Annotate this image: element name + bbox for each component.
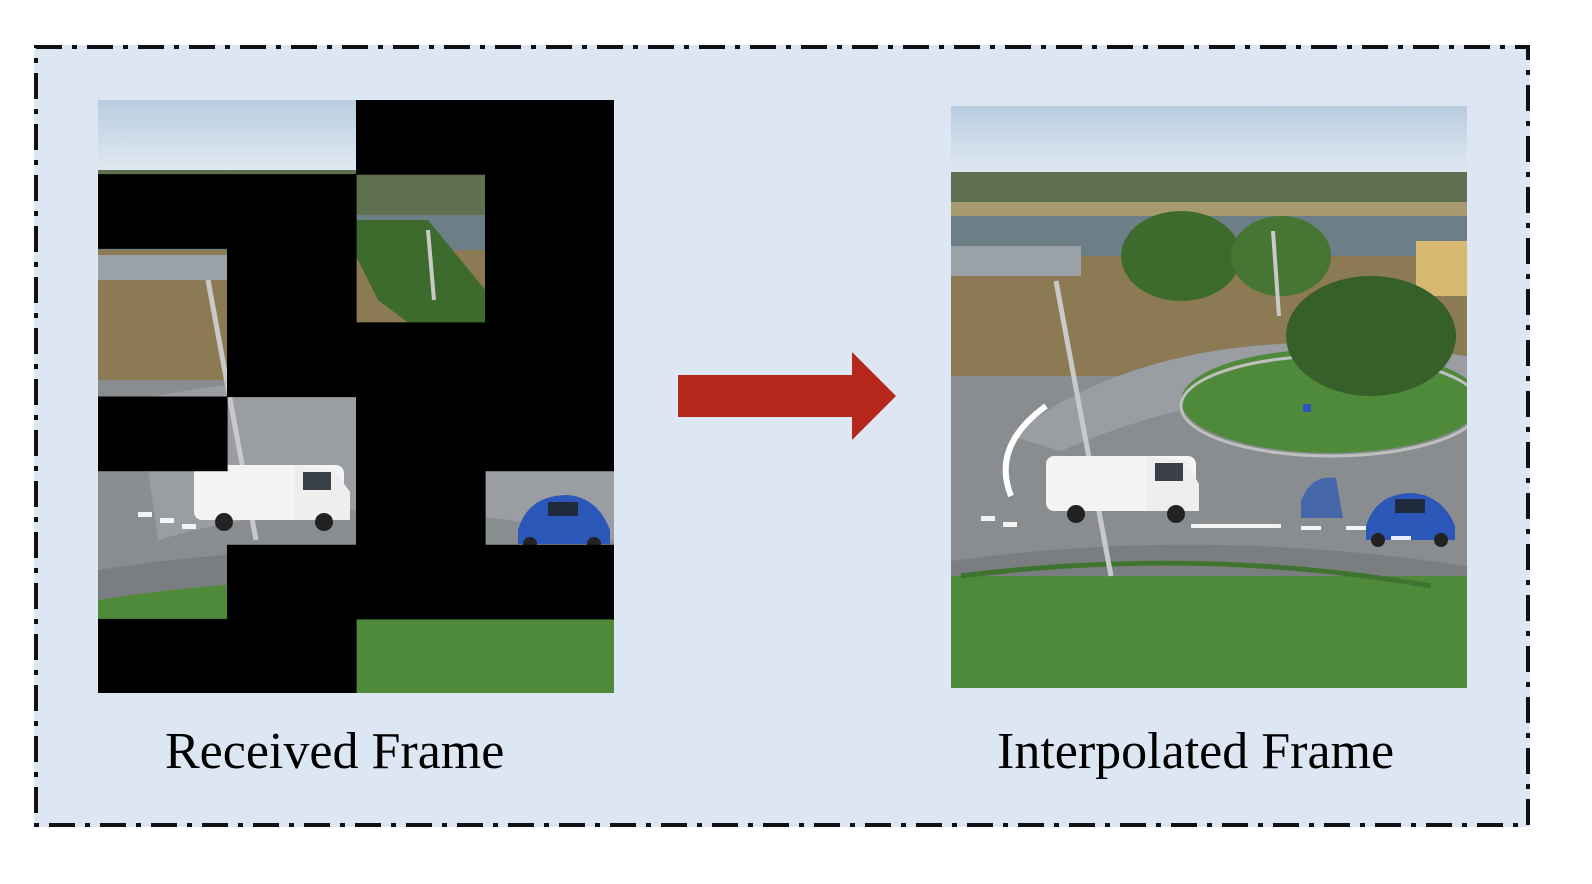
van-shape xyxy=(1046,456,1199,523)
missing-block xyxy=(356,470,486,546)
missing-block xyxy=(98,618,228,693)
missing-block xyxy=(227,322,357,398)
received-frame-image xyxy=(98,100,614,693)
dash-dot-border xyxy=(34,45,1530,827)
missing-block xyxy=(356,396,486,472)
missing-block xyxy=(356,322,486,398)
missing-block xyxy=(485,248,614,323)
missing-block xyxy=(356,100,486,175)
right-arrow-icon xyxy=(678,352,896,440)
missing-block xyxy=(227,544,357,620)
missing-block xyxy=(227,618,357,693)
missing-block xyxy=(98,396,228,472)
missing-block xyxy=(227,248,357,323)
missing-block xyxy=(485,322,614,398)
car-shape xyxy=(1366,493,1455,547)
interpolated-frame-caption: Interpolated Frame xyxy=(997,723,1395,780)
missing-block xyxy=(356,544,486,620)
missing-block xyxy=(485,100,614,175)
missing-block xyxy=(485,174,614,249)
missing-blocks xyxy=(98,100,614,693)
received-frame-caption: Received Frame xyxy=(165,723,505,780)
van-shape xyxy=(194,465,350,531)
missing-block xyxy=(98,174,228,249)
missing-block xyxy=(485,396,614,472)
interpolated-frame-image xyxy=(951,106,1467,688)
missing-block xyxy=(485,544,614,620)
missing-block xyxy=(227,174,357,249)
